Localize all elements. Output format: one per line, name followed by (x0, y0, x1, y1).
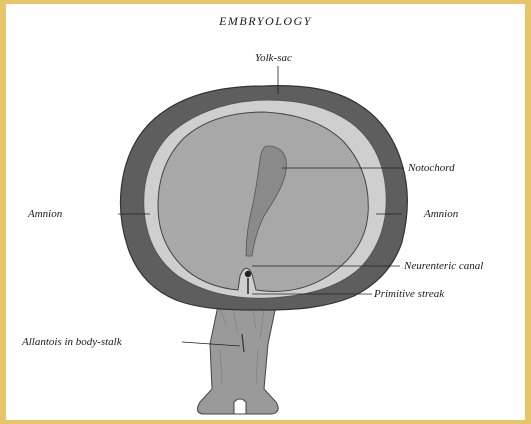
label-amnion-right: Amnion (424, 208, 458, 220)
label-yolk-sac: Yolk-sac (255, 52, 292, 64)
body-stalk-notch (234, 399, 246, 414)
illustration-frame: EMBRYOLOGY (6, 4, 525, 420)
neurenteric-canal-pit (245, 271, 251, 277)
body-stalk (197, 296, 278, 414)
label-primitive-streak: Primitive streak (374, 288, 444, 300)
label-allantois: Allantois in body-stalk (22, 336, 122, 348)
label-amnion-left: Amnion (28, 208, 62, 220)
label-neurenteric-canal: Neurenteric canal (404, 260, 483, 272)
label-notochord: Notochord (408, 162, 455, 174)
